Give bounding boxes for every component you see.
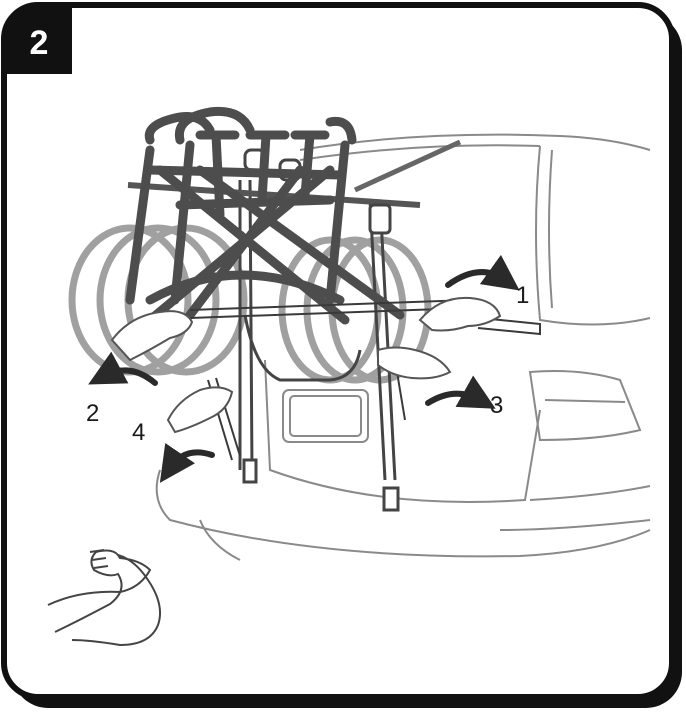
callout-2: 2 (86, 400, 99, 427)
callout-3: 3 (490, 392, 503, 419)
callout-1: 1 (516, 282, 529, 309)
step-number: 2 (30, 24, 49, 62)
callout-4: 4 (132, 419, 145, 446)
